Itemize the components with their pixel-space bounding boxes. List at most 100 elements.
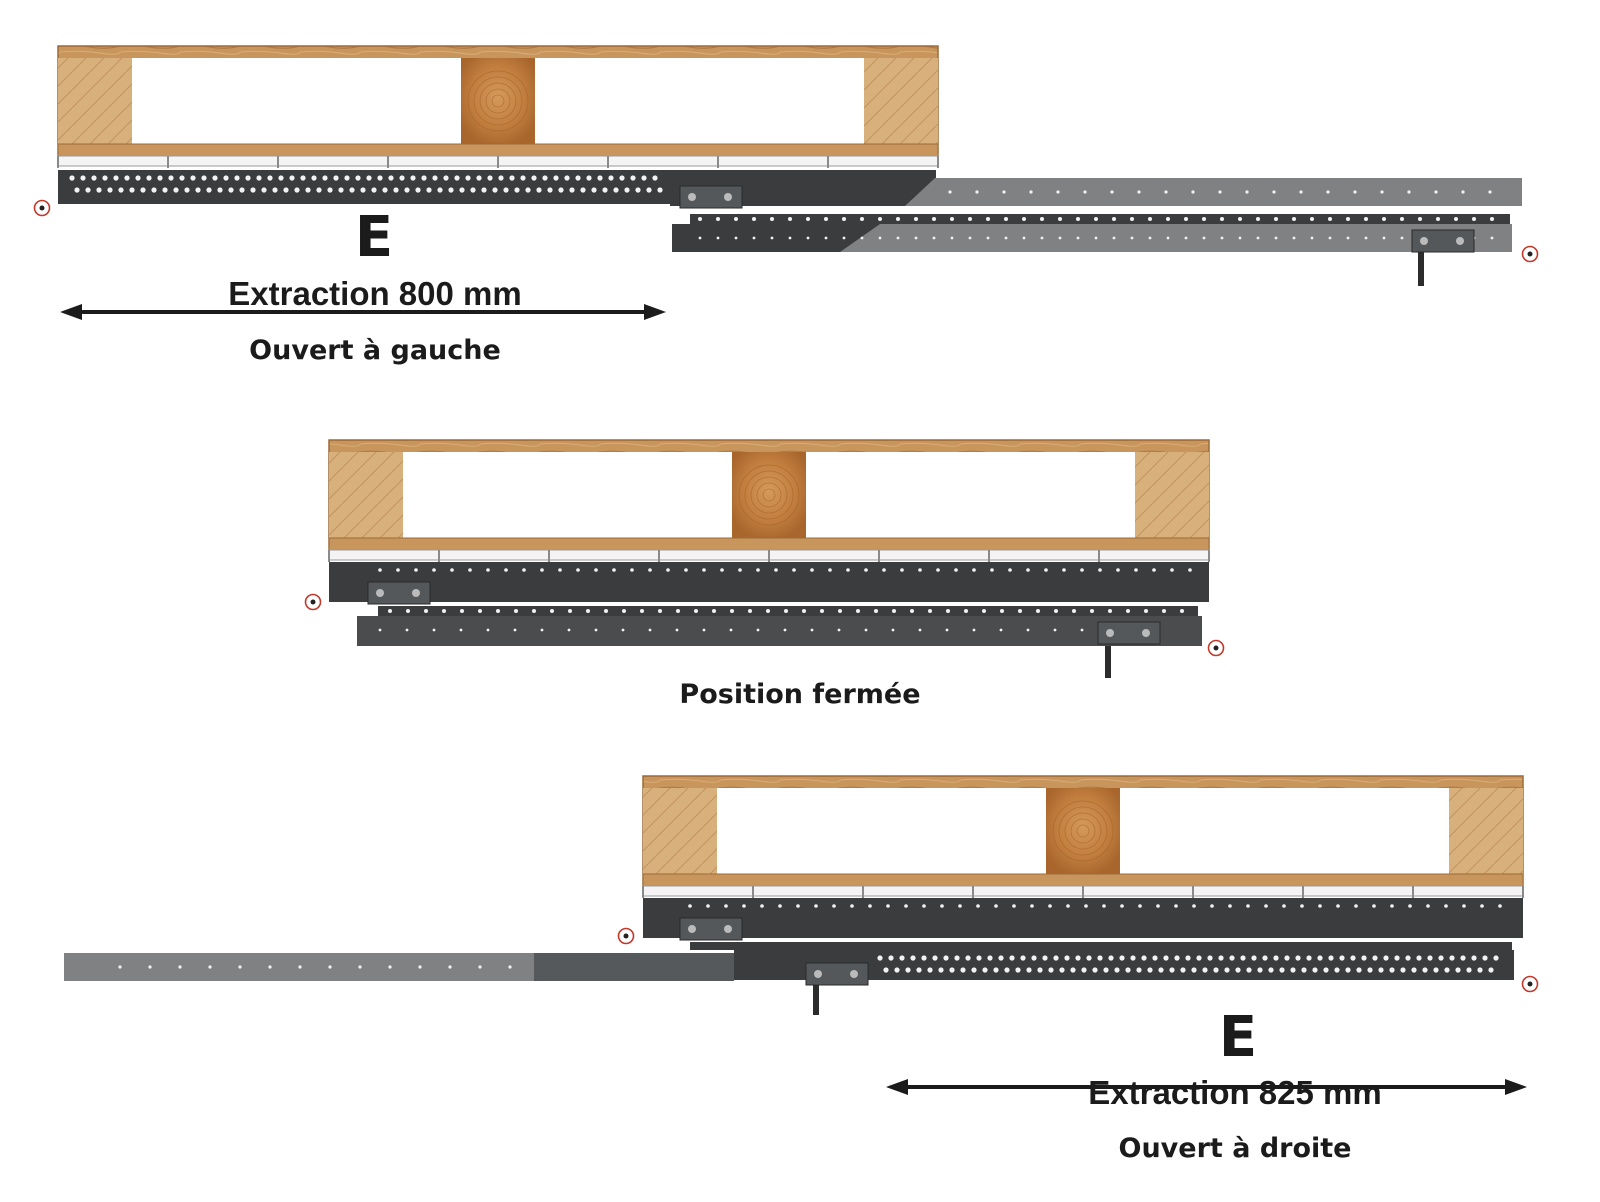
stop-ring-pin xyxy=(623,933,629,939)
rail-hole xyxy=(986,217,990,221)
rail-hole xyxy=(378,568,382,572)
rail-hole xyxy=(300,175,306,181)
rail-hole xyxy=(734,217,738,221)
rail-hole xyxy=(261,187,267,193)
upper-rail-holes xyxy=(69,175,658,181)
stop-ring-icon xyxy=(1521,245,1539,263)
latch-bolt xyxy=(376,589,384,597)
rail-hole xyxy=(1125,967,1131,973)
rail-hole xyxy=(278,175,284,181)
rail-hole xyxy=(1372,955,1378,961)
rail-hole xyxy=(918,628,922,632)
inner-rail xyxy=(690,214,1510,224)
rail-hole xyxy=(1295,955,1301,961)
rail-hole xyxy=(414,568,418,572)
direction-label-left: Ouvert à gauche xyxy=(249,335,501,366)
rail-hole xyxy=(1262,955,1268,961)
rail-hole xyxy=(124,175,130,181)
plate-bracket xyxy=(277,156,279,168)
rail-hole xyxy=(91,175,97,181)
latch-bolt xyxy=(412,589,420,597)
rail-hole xyxy=(778,904,782,908)
rail-hole xyxy=(729,628,733,632)
rail-hole xyxy=(1158,967,1164,973)
rail-hole xyxy=(190,175,196,181)
rail-hole xyxy=(946,609,950,613)
rail-hole xyxy=(358,965,362,969)
rail-hole xyxy=(1488,967,1494,973)
rail-hole xyxy=(421,175,427,181)
rail-hole xyxy=(1256,236,1260,240)
rail-hole xyxy=(648,568,652,572)
rail-hole xyxy=(173,187,179,193)
upper-rail-holes xyxy=(378,568,1192,572)
rail-hole xyxy=(972,568,976,572)
rail-hole xyxy=(958,904,962,908)
rail-hole xyxy=(580,187,586,193)
rail-hole xyxy=(900,568,904,572)
rail-hole xyxy=(1059,967,1065,973)
rail-hole xyxy=(666,568,670,572)
rail-hole xyxy=(860,236,864,240)
rail-hole xyxy=(298,965,302,969)
latch-bolt xyxy=(688,193,696,201)
rail-hole xyxy=(1378,967,1384,973)
plate-bracket xyxy=(438,550,440,562)
arrow-head-left xyxy=(886,1079,908,1095)
lock-pin xyxy=(1418,252,1424,286)
rail-hole xyxy=(487,175,493,181)
rail-hole xyxy=(896,236,900,240)
plate-bracket xyxy=(328,550,330,562)
rail-hole xyxy=(1083,190,1087,194)
plate-bracket xyxy=(1412,886,1414,898)
rail-hole xyxy=(950,236,954,240)
rail-hole xyxy=(1141,955,1147,961)
rail-hole xyxy=(396,568,400,572)
rail-hole xyxy=(1454,217,1458,221)
rail-hole xyxy=(234,175,240,181)
rail-hole xyxy=(1042,955,1048,961)
rail-hole xyxy=(1361,955,1367,961)
rail-hole xyxy=(730,609,734,613)
stop-ring-circle xyxy=(1521,975,1539,993)
latch-bracket xyxy=(805,962,869,986)
rail-hole xyxy=(426,187,432,193)
rail-hole xyxy=(85,187,91,193)
rail-hole xyxy=(738,568,742,572)
upper-rail-holes xyxy=(74,187,663,193)
rail-hole xyxy=(1310,217,1314,221)
rail-hole xyxy=(1218,955,1224,961)
rail-hole xyxy=(860,217,864,221)
rail-hole xyxy=(575,175,581,181)
stop-ring-icon xyxy=(1207,639,1225,657)
rail-hole xyxy=(954,955,960,961)
rail-hole xyxy=(1257,967,1263,973)
plate-bracket xyxy=(1192,886,1194,898)
rail-hole xyxy=(1075,955,1081,961)
rail-hole xyxy=(1094,217,1098,221)
rail-hole xyxy=(612,568,616,572)
rail-hole xyxy=(1245,190,1249,194)
rail-hole xyxy=(1493,955,1499,961)
extraction-letter-right: E xyxy=(1218,1005,1258,1070)
plate-bracket xyxy=(387,156,389,168)
rail-hole xyxy=(1444,967,1450,973)
rail-hole xyxy=(1434,190,1438,194)
rail-hole xyxy=(1356,967,1362,973)
rail-hole xyxy=(1053,628,1057,632)
rail-hole xyxy=(1002,190,1006,194)
rail-hole xyxy=(1022,217,1026,221)
extraction-label-right: Extraction 825 mm xyxy=(1088,1074,1382,1111)
latch-bracket xyxy=(1097,621,1161,645)
rail-hole xyxy=(716,217,720,221)
plate-bracket xyxy=(1082,886,1084,898)
rail-hole xyxy=(894,967,900,973)
rail-hole xyxy=(388,175,394,181)
rail-hole xyxy=(927,967,933,973)
rail-hole xyxy=(1070,967,1076,973)
rail-hole xyxy=(432,568,436,572)
growth-ring xyxy=(1052,800,1114,862)
rail-hole xyxy=(168,175,174,181)
rail-hole xyxy=(635,187,641,193)
rail-hole xyxy=(118,187,124,193)
